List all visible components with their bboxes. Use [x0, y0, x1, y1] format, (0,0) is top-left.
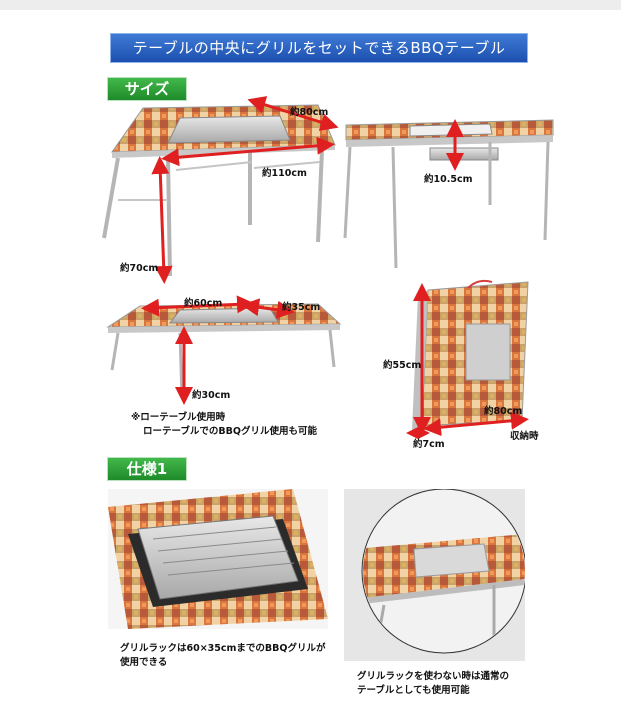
photo-table-no-rack — [344, 489, 525, 661]
dim-70cm: 約70cm — [120, 263, 159, 274]
table-folded — [406, 279, 529, 439]
grill-rack-note: グリルラックは60×35cmまでのBBQグリルが 使用できる — [120, 642, 326, 670]
dim-80cm-folded: 約80cm — [484, 406, 523, 417]
dim-7cm: 約7cm — [413, 439, 445, 450]
dim-80cm: 約80cm — [290, 107, 329, 118]
no-rack-note: グリルラックを使わない時は通常の テーブルとしても使用可能 — [357, 670, 509, 698]
table-full-height — [102, 96, 339, 284]
dim-10-5cm: 約10.5cm — [424, 174, 473, 185]
table-low — [106, 295, 342, 405]
low-table-note-line2: ローテーブルでのBBQグリル使用も可能 — [143, 426, 317, 437]
dim-35cm: 約35cm — [282, 302, 321, 313]
photo-grill-rack — [108, 489, 328, 629]
dim-60cm: 約60cm — [184, 298, 223, 309]
table-grill-rack-view — [343, 119, 554, 269]
low-table-note: ※ローテーブル使用時 ローテーブルでのBBQグリル使用も可能 — [131, 411, 317, 439]
no-rack-photo-art — [361, 489, 525, 654]
dim-110cm: 約110cm — [262, 168, 307, 179]
section-tag-spec: 仕様1 — [107, 457, 187, 481]
no-rack-note-line1: グリルラックを使わない時は通常の — [357, 671, 510, 682]
grill-rack-photo-art — [108, 489, 328, 629]
page-banner: テーブルの中央にグリルをセットできるBBQテーブル — [110, 33, 528, 63]
dim-55cm: 約55cm — [383, 360, 422, 371]
low-table-note-line1: ※ローテーブル使用時 — [131, 412, 226, 423]
stored-label: 収納時 — [510, 431, 539, 442]
grill-rack-note-line1: グリルラックは60×35cmまでのBBQグリルが — [120, 643, 326, 654]
section-tag-size: サイズ — [107, 77, 187, 101]
grill-rack-note-line2: 使用できる — [120, 657, 168, 668]
dim-30cm: 約30cm — [192, 390, 231, 401]
no-rack-note-line2: テーブルとしても使用可能 — [357, 685, 470, 696]
top-strip — [0, 0, 621, 10]
